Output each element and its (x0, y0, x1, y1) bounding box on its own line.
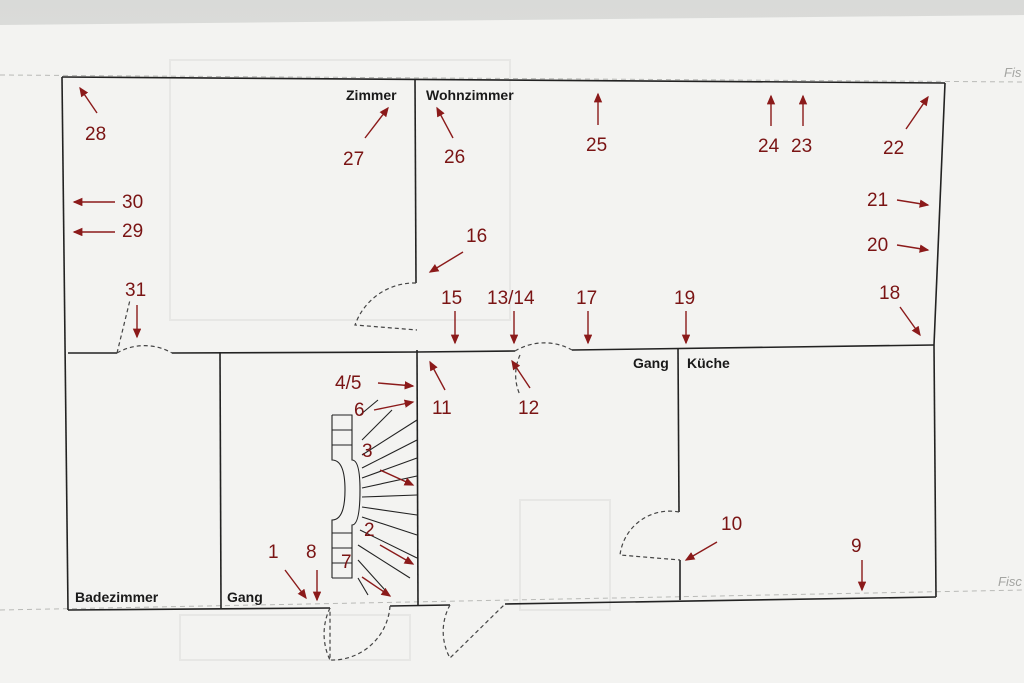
marker-22: 22 (883, 138, 904, 159)
marker-4-5: 4/5 (335, 373, 361, 394)
marker-13-14: 13/14 (487, 288, 535, 309)
marker-16: 16 (466, 226, 487, 247)
marker-8: 8 (306, 542, 317, 563)
marker-24: 24 (758, 136, 780, 157)
marker-25: 25 (586, 135, 607, 156)
room-label-zimmer: Zimmer (346, 87, 397, 103)
marker-31: 31 (125, 280, 146, 301)
marker-15: 15 (441, 288, 462, 309)
marker-9: 9 (851, 536, 862, 557)
room-label-kueche: Küche (687, 355, 730, 371)
marker-7: 7 (341, 552, 352, 573)
paper-sheet (0, 15, 1024, 683)
marker-10: 10 (721, 514, 742, 535)
doors (116, 282, 681, 661)
marker-20: 20 (867, 235, 888, 256)
walls (61, 76, 946, 611)
marker-3: 3 (362, 441, 373, 462)
room-label-badezimmer: Badezimmer (75, 589, 159, 605)
marker-29: 29 (122, 221, 143, 242)
marker-2: 2 (364, 520, 375, 541)
edge-text-top: Fis (1004, 65, 1022, 80)
marker-12: 12 (518, 398, 539, 419)
marker-28: 28 (85, 124, 106, 145)
edge-text-bottom: Fisc (998, 574, 1022, 589)
marker-17: 17 (576, 288, 597, 309)
marker-1: 1 (268, 542, 279, 563)
marker-27: 27 (343, 149, 364, 170)
room-label-wohnzimmer: Wohnzimmer (426, 87, 514, 103)
marker-18: 18 (879, 283, 900, 304)
room-label-gang-right: Gang (633, 355, 669, 371)
marker-26: 26 (444, 147, 465, 168)
marker-11: 11 (432, 398, 452, 419)
marker-21: 21 (867, 190, 888, 211)
marker-19: 19 (674, 288, 695, 309)
marker-23: 23 (791, 136, 812, 157)
marker-6: 6 (354, 400, 365, 421)
room-label-gang-left: Gang (227, 589, 263, 605)
marker-30: 30 (122, 192, 143, 213)
staircase (331, 399, 418, 596)
marker-arrows (72, 86, 930, 602)
marker-labels: 28 27 26 25 24 23 22 30 29 21 20 16 31 1… (85, 124, 904, 573)
bleed-through-marks (169, 59, 611, 661)
